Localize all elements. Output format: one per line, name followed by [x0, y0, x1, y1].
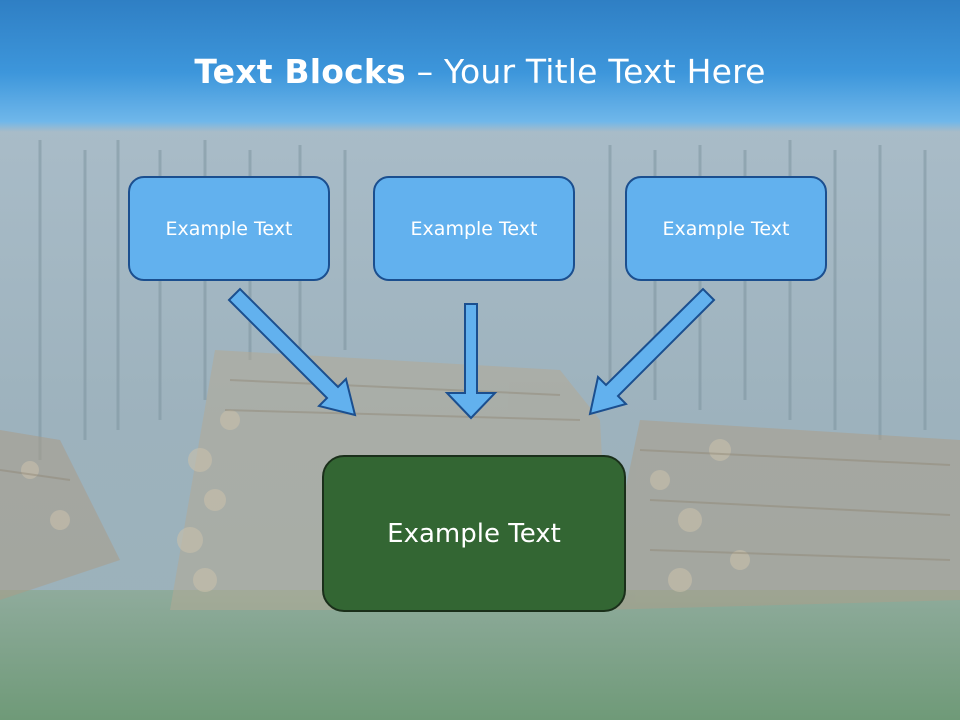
- slide-title: Text Blocks – Your Title Text Here: [0, 52, 960, 91]
- header-band: [0, 0, 960, 132]
- center-down-arrow: [444, 303, 498, 420]
- title-bold-part: Text Blocks: [194, 52, 406, 91]
- text-block-center[interactable]: Example Text: [373, 176, 575, 281]
- left-diagonal-arrow: [227, 287, 357, 417]
- text-block-center-label: Example Text: [410, 217, 538, 240]
- text-block-left-label: Example Text: [165, 217, 293, 240]
- text-block-right[interactable]: Example Text: [625, 176, 827, 281]
- text-block-left[interactable]: Example Text: [128, 176, 330, 281]
- right-diagonal-arrow: [588, 287, 716, 416]
- title-regular-part: – Your Title Text Here: [405, 52, 766, 91]
- target-text-block[interactable]: Example Text: [322, 455, 626, 612]
- target-text-block-label: Example Text: [387, 518, 561, 549]
- text-block-right-label: Example Text: [662, 217, 790, 240]
